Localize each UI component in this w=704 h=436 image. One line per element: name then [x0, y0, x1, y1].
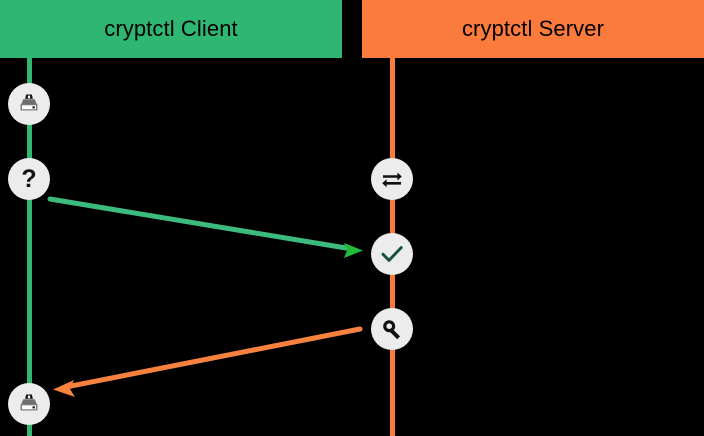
event-node-client-question[interactable]: ?	[8, 158, 50, 200]
participant-label-client: cryptctl Client	[104, 16, 238, 41]
message-arrow-response[interactable]	[53, 326, 363, 397]
key-icon	[380, 317, 404, 341]
exchange-arrows-icon	[379, 166, 405, 192]
message-arrow-request-line	[47, 196, 355, 252]
participant-label-server: cryptctl Server	[461, 16, 605, 41]
participant-header-client[interactable]: cryptctl Client	[0, 0, 342, 58]
check-mark-icon	[379, 241, 405, 267]
question-mark-icon: ?	[21, 164, 37, 193]
message-arrow-response-head	[53, 380, 75, 397]
disk-drive-icon	[17, 392, 41, 416]
participant-header-server[interactable]: cryptctl Server	[362, 0, 704, 58]
event-node-server-key[interactable]	[371, 308, 413, 350]
event-node-client-disk-top[interactable]	[8, 83, 50, 125]
event-node-server-check[interactable]	[371, 233, 413, 275]
event-node-server-exchange[interactable]	[371, 158, 413, 200]
message-arrow-request-head	[344, 243, 363, 258]
disk-drive-icon	[17, 92, 41, 116]
message-arrow-response-line	[63, 326, 363, 390]
message-arrow-request[interactable]	[47, 196, 363, 258]
lifeline-client	[27, 58, 32, 436]
event-node-client-disk-bottom[interactable]	[8, 383, 50, 425]
